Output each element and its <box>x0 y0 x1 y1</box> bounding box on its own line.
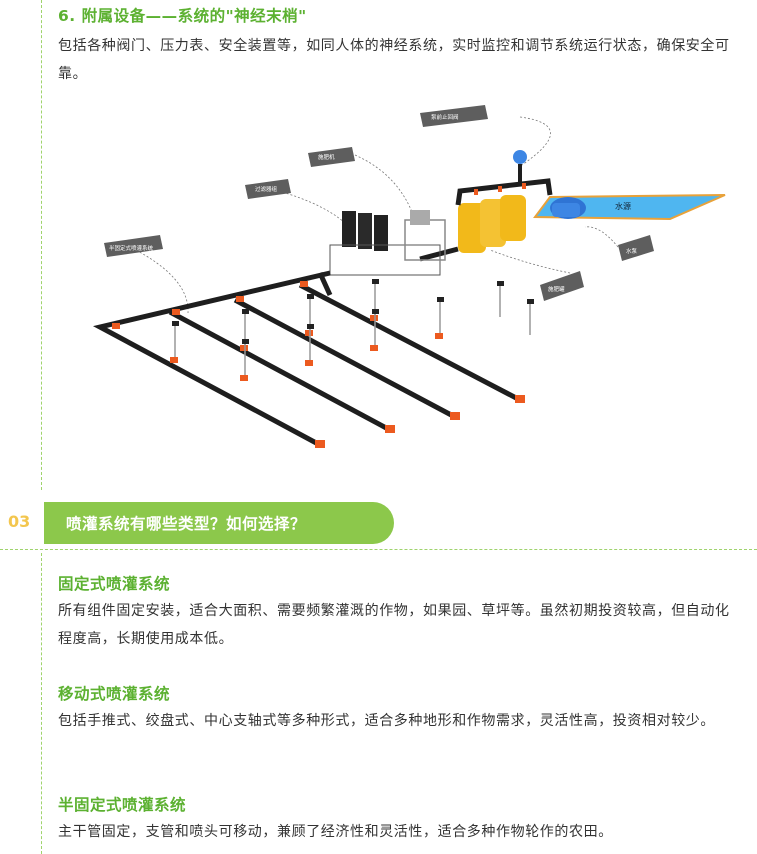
label-filter: 过滤器组 <box>255 185 278 193</box>
left-dashed-guide-top <box>41 0 42 490</box>
irrigation-system-diagram: 泵前止回阀 施肥机 过滤器组 半固定式喷灌系统 水泵 施肥罐 水源 <box>92 105 726 448</box>
fertilizer-tanks <box>458 195 526 253</box>
section-paragraph: 包括各种阀门、压力表、安全装置等，如同人体的神经系统，实时监控和调节系统运行状态… <box>58 38 730 82</box>
type-title-mobile: 移动式喷灌系统 <box>58 685 171 703</box>
label-filter-unit: 施肥机 <box>318 153 335 161</box>
type-title-semi-fixed: 半固定式喷灌系统 <box>58 796 187 814</box>
type-title-fixed: 固定式喷灌系统 <box>58 575 171 593</box>
check-valve <box>513 150 527 164</box>
label-tank: 施肥罐 <box>548 285 565 293</box>
left-dashed-guide-bottom <box>41 553 42 854</box>
filter-group <box>329 210 446 276</box>
label-pump: 水泵 <box>626 247 638 255</box>
type-text-semi-fixed: 主干管固定，支管和喷头可移动，兼顾了经济性和灵活性，适合多种作物轮作的农田。 <box>58 824 613 840</box>
section-banner: 喷灌系统有哪些类型？如何选择？ <box>44 502 394 544</box>
banner-title: 喷灌系统有哪些类型？如何选择？ <box>66 515 307 533</box>
pipe-fittings <box>112 281 525 448</box>
supply-fittings <box>474 183 526 195</box>
mainline-pipes <box>92 270 522 448</box>
sprinkler-heads <box>172 279 534 344</box>
type-text-fixed: 所有组件固定安装，适合大面积、需要频繁灌溉的作物，如果园、草坪等。虽然初期投资较… <box>58 603 730 647</box>
label-sprinkler-system: 半固定式喷灌系统 <box>109 244 154 252</box>
label-valve: 泵前止回阀 <box>431 113 459 121</box>
section-divider <box>0 549 757 550</box>
label-water-source: 水源 <box>615 201 631 211</box>
water-pump <box>550 197 586 219</box>
section-number: 03 <box>8 512 31 531</box>
type-text-mobile: 包括手推式、绞盘式、中心支轴式等多种形式，适合多种地形和作物需求，灵活性高，投资… <box>58 713 715 729</box>
section-title: 6. 附属设备——系统的"神经末梢" <box>58 7 307 25</box>
sprinkler-risers <box>174 283 531 375</box>
